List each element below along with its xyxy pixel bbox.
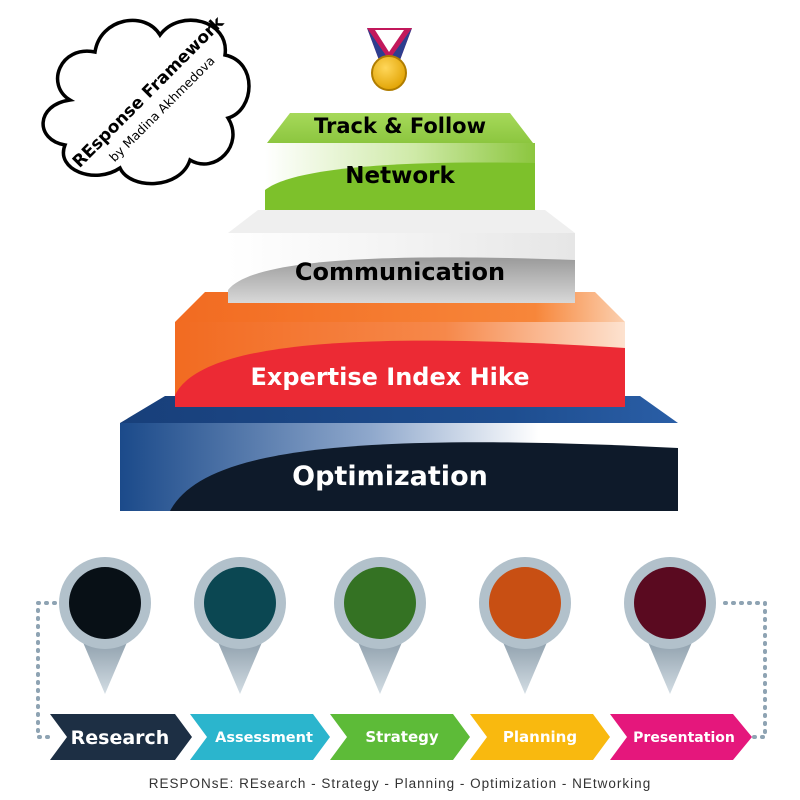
pyramid-level-expertise: Expertise Index Hike: [175, 292, 625, 407]
pyramid-level-track-follow: Track & Follow: [267, 113, 533, 143]
step-presentation: Presentation: [610, 714, 752, 760]
pyramid-level-communication: Communication: [228, 210, 575, 303]
pin-planning: [479, 557, 571, 694]
step-label-strategy: Strategy: [365, 728, 439, 746]
dotted-connector-left: [36, 601, 57, 739]
cloud-shape: [41, 18, 251, 186]
pin-dot: [489, 567, 561, 639]
step-label-presentation: Presentation: [633, 730, 735, 746]
level-label-network: Network: [345, 163, 455, 189]
step-label-research: Research: [71, 727, 170, 749]
footer-caption: RESPONsE: REsearch - Strategy - Planning…: [148, 776, 652, 791]
step-label-assessment: Assessment: [215, 730, 313, 746]
level-label-track-follow: Track & Follow: [314, 114, 486, 138]
pin-dot: [204, 567, 276, 639]
step-label-planning: Planning: [503, 728, 577, 746]
level-label-expertise: Expertise Index Hike: [251, 363, 530, 391]
pin-dot: [634, 567, 706, 639]
pyramid-level-network: Network: [265, 143, 535, 210]
pin-strategy: [334, 557, 426, 694]
step-strategy: Strategy: [330, 714, 470, 760]
level-label-optimization: Optimization: [292, 461, 488, 492]
pin-assessment: [194, 557, 286, 694]
step-research: Research: [50, 714, 192, 760]
pin-dot: [344, 567, 416, 639]
pyramid-level-optimization: Optimization: [120, 396, 678, 511]
framework-cloud-badge: REsponse Framework by Madina Akhmedova: [41, 12, 251, 186]
pin-presentation: [624, 557, 716, 694]
pin-dot: [69, 567, 141, 639]
step-planning: Planning: [470, 714, 610, 760]
pin-research: [59, 557, 151, 694]
step-assessment: Assessment: [190, 714, 330, 760]
medal-icon: [367, 28, 412, 91]
level-label-communication: Communication: [295, 258, 505, 286]
dotted-connector-right: [723, 601, 767, 739]
